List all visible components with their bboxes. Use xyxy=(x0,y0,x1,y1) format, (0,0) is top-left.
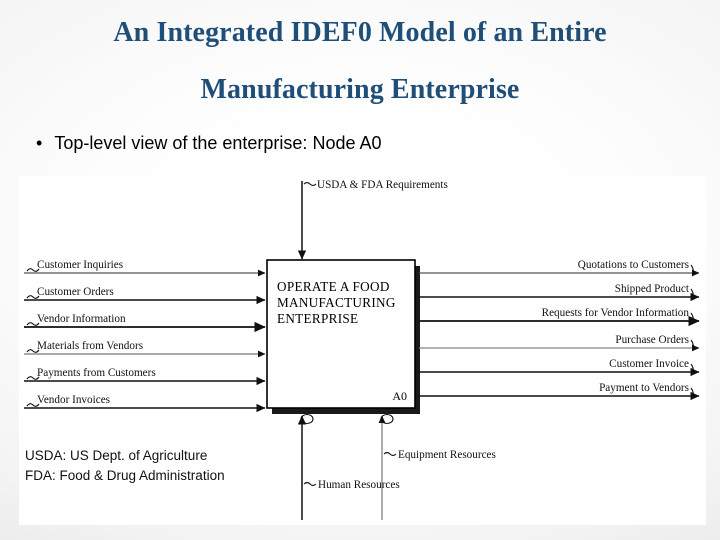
output-arrow-label-6: Payment to Vendors xyxy=(599,382,689,394)
mechanism-arrow-label-2: Equipment Resources xyxy=(398,449,496,461)
input-arrow-5[interactable]: Payments from Customers xyxy=(24,367,266,386)
input-arrow-label-4: Materials from Vendors xyxy=(37,340,143,352)
input-arrow-4[interactable]: Materials from Vendors xyxy=(24,340,266,358)
idef0-diagram-panel: OPERATE A FOOD MANUFACTURING ENTERPRISE … xyxy=(19,176,706,525)
output-arrow-6[interactable]: Payment to Vendors xyxy=(419,382,700,401)
input-arrow-1[interactable]: Customer Inquiries xyxy=(24,259,266,277)
output-arrow-4[interactable]: Purchase Orders xyxy=(419,334,700,352)
abbreviation-legend: USDA: US Dept. of Agriculture FDA: Food … xyxy=(25,446,225,486)
legend-line-fda: FDA: Food & Drug Administration xyxy=(25,468,225,483)
activity-box-node-id: A0 xyxy=(392,389,407,403)
output-arrow-label-1: Quotations to Customers xyxy=(578,259,689,271)
output-arrow-3[interactable]: Requests for Vendor Information xyxy=(419,307,700,327)
control-arrow-usda-fda[interactable]: USDA & FDA Requirements xyxy=(297,179,448,260)
output-arrow-label-3: Requests for Vendor Information xyxy=(542,307,690,319)
output-arrow-label-4: Purchase Orders xyxy=(615,334,689,346)
input-arrow-2[interactable]: Customer Orders xyxy=(24,286,266,305)
output-arrow-2[interactable]: Shipped Product xyxy=(419,283,700,302)
control-arrow-label: USDA & FDA Requirements xyxy=(317,179,448,191)
output-arrow-label-5: Customer Invoice xyxy=(609,358,689,370)
legend-line-usda: USDA: US Dept. of Agriculture xyxy=(25,448,208,463)
title-line-1: An Integrated IDEF0 Model of an Entire xyxy=(113,17,607,48)
title-line-2: Manufacturing Enterprise xyxy=(200,74,520,105)
output-arrow-5[interactable]: Customer Invoice xyxy=(419,358,700,377)
idef0-diagram: OPERATE A FOOD MANUFACTURING ENTERPRISE … xyxy=(24,179,700,521)
input-arrow-label-6: Vendor Invoices xyxy=(37,394,110,406)
activity-box-line-3: ENTERPRISE xyxy=(277,311,358,326)
bullet-item: • Top-level view of the enterprise: Node… xyxy=(36,132,382,154)
input-arrow-label-2: Customer Orders xyxy=(37,286,114,298)
input-arrow-label-1: Customer Inquiries xyxy=(37,259,123,271)
input-arrow-3[interactable]: Vendor Information xyxy=(24,313,266,333)
output-arrow-1[interactable]: Quotations to Customers xyxy=(419,259,700,277)
activity-box-line-2: MANUFACTURING xyxy=(277,295,396,310)
activity-box[interactable] xyxy=(266,259,416,409)
mechanism-arrow-human-resources[interactable]: Human Resources xyxy=(297,413,400,521)
bullet-item-label: Top-level view of the enterprise: Node A… xyxy=(54,133,382,153)
page-title: An Integrated IDEF0 Model of an Entire M… xyxy=(0,14,720,109)
activity-box-line-1: OPERATE A FOOD xyxy=(277,279,390,294)
bullet-marker-icon: • xyxy=(36,133,43,153)
mechanism-arrow-label-1: Human Resources xyxy=(318,479,400,491)
input-arrow-label-3: Vendor Information xyxy=(37,313,126,325)
output-arrow-label-2: Shipped Product xyxy=(615,283,690,295)
input-arrow-6[interactable]: Vendor Invoices xyxy=(24,394,266,413)
mechanism-arrow-equipment-resources[interactable]: Equipment Resources xyxy=(378,413,496,521)
input-arrow-label-5: Payments from Customers xyxy=(37,367,156,379)
